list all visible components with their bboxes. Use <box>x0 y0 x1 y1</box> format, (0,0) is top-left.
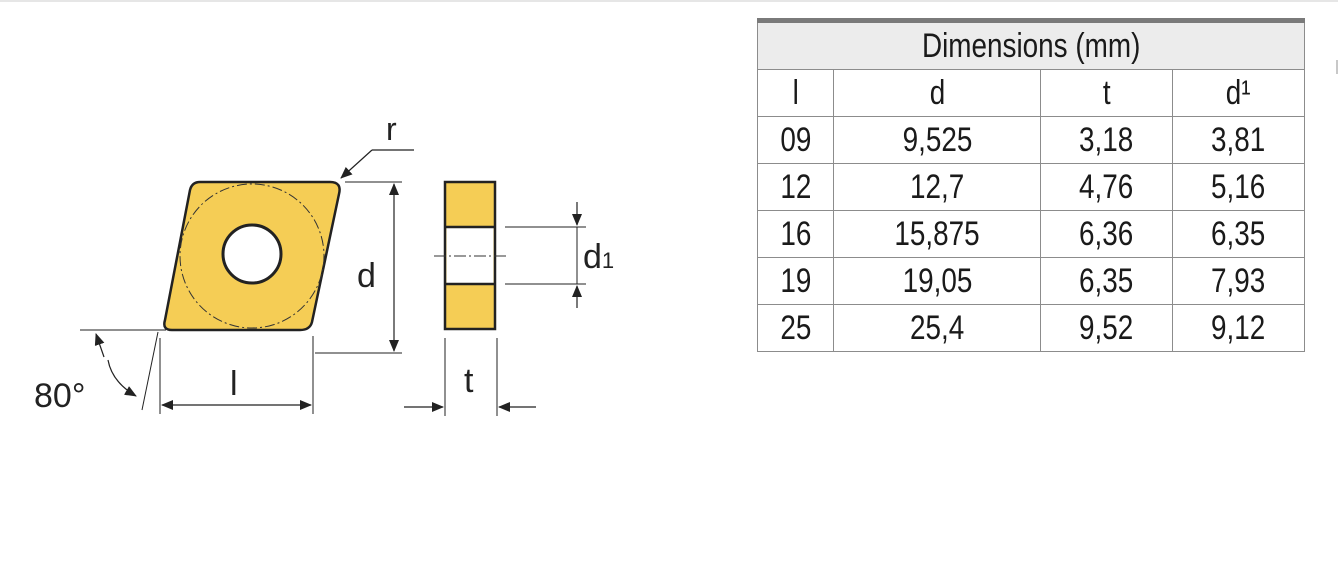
label-d1-sub: 1 <box>602 248 614 273</box>
label-angle: 80° <box>34 377 85 415</box>
column-header-d1: d¹ <box>1171 69 1306 117</box>
column-header-l: l <box>756 69 835 117</box>
insert-drawing: r d l 80° d1 <box>34 111 614 416</box>
label-d: d <box>357 257 376 295</box>
table-cell: 6,36 <box>1039 210 1173 258</box>
table-cell: 19 <box>756 257 835 305</box>
table-cell: 9,12 <box>1171 304 1306 352</box>
table-cell: 3,18 <box>1039 116 1173 164</box>
label-d1: d1 <box>583 238 614 276</box>
l-dimension <box>159 336 314 414</box>
table-row: 25 25,4 9,52 9,12 <box>756 304 1306 352</box>
table-cell: 25,4 <box>833 304 1041 352</box>
table-row: 16 15,875 6,36 6,35 <box>756 210 1306 258</box>
label-l: l <box>230 365 238 403</box>
table-cell: 3,81 <box>1171 116 1306 164</box>
label-r: r <box>386 111 397 147</box>
table-cell: 9,52 <box>1039 304 1173 352</box>
column-header-t: t <box>1039 69 1173 117</box>
table-row: 19 19,05 6,35 7,93 <box>756 257 1306 305</box>
top-border-line <box>0 0 1338 2</box>
table-cell: 12 <box>756 163 835 211</box>
table-cell: 7,93 <box>1171 257 1306 305</box>
table-cell: 5,16 <box>1171 163 1306 211</box>
d1-dimension <box>505 202 586 308</box>
table-cell: 9,525 <box>833 116 1041 164</box>
dimensions-table: Dimensions (mm) l d t d¹ 09 9,525 3,18 3… <box>756 18 1306 352</box>
table-row: 09 9,525 3,18 3,81 <box>756 116 1306 164</box>
table-cell: 19,05 <box>833 257 1041 305</box>
t-dimension <box>404 338 536 416</box>
table-cell: 12,7 <box>833 163 1041 211</box>
table-cell: 09 <box>756 116 835 164</box>
column-header-d: d <box>833 69 1041 117</box>
table-cell: 6,35 <box>1039 257 1173 305</box>
inscribed-circle <box>179 183 325 329</box>
table-cell: 4,76 <box>1039 163 1173 211</box>
angle-dimension <box>80 329 166 411</box>
scrollbar-edge <box>1336 60 1338 74</box>
d-dimension <box>315 181 402 354</box>
table-cell: 25 <box>756 304 835 352</box>
radius-leader <box>340 149 414 179</box>
table-caption-row: Dimensions (mm) <box>757 20 1305 70</box>
table-cell: 16 <box>756 210 835 258</box>
label-d1-main: d <box>583 238 602 276</box>
label-t: t <box>464 362 474 400</box>
table-caption: Dimensions (mm) <box>757 20 1305 70</box>
table-header-row: l d t d¹ <box>756 69 1306 117</box>
table-cell: 6,35 <box>1171 210 1306 258</box>
table-cell: 15,875 <box>833 210 1041 258</box>
center-hole <box>221 223 283 285</box>
table-row: 12 12,7 4,76 5,16 <box>756 163 1306 211</box>
